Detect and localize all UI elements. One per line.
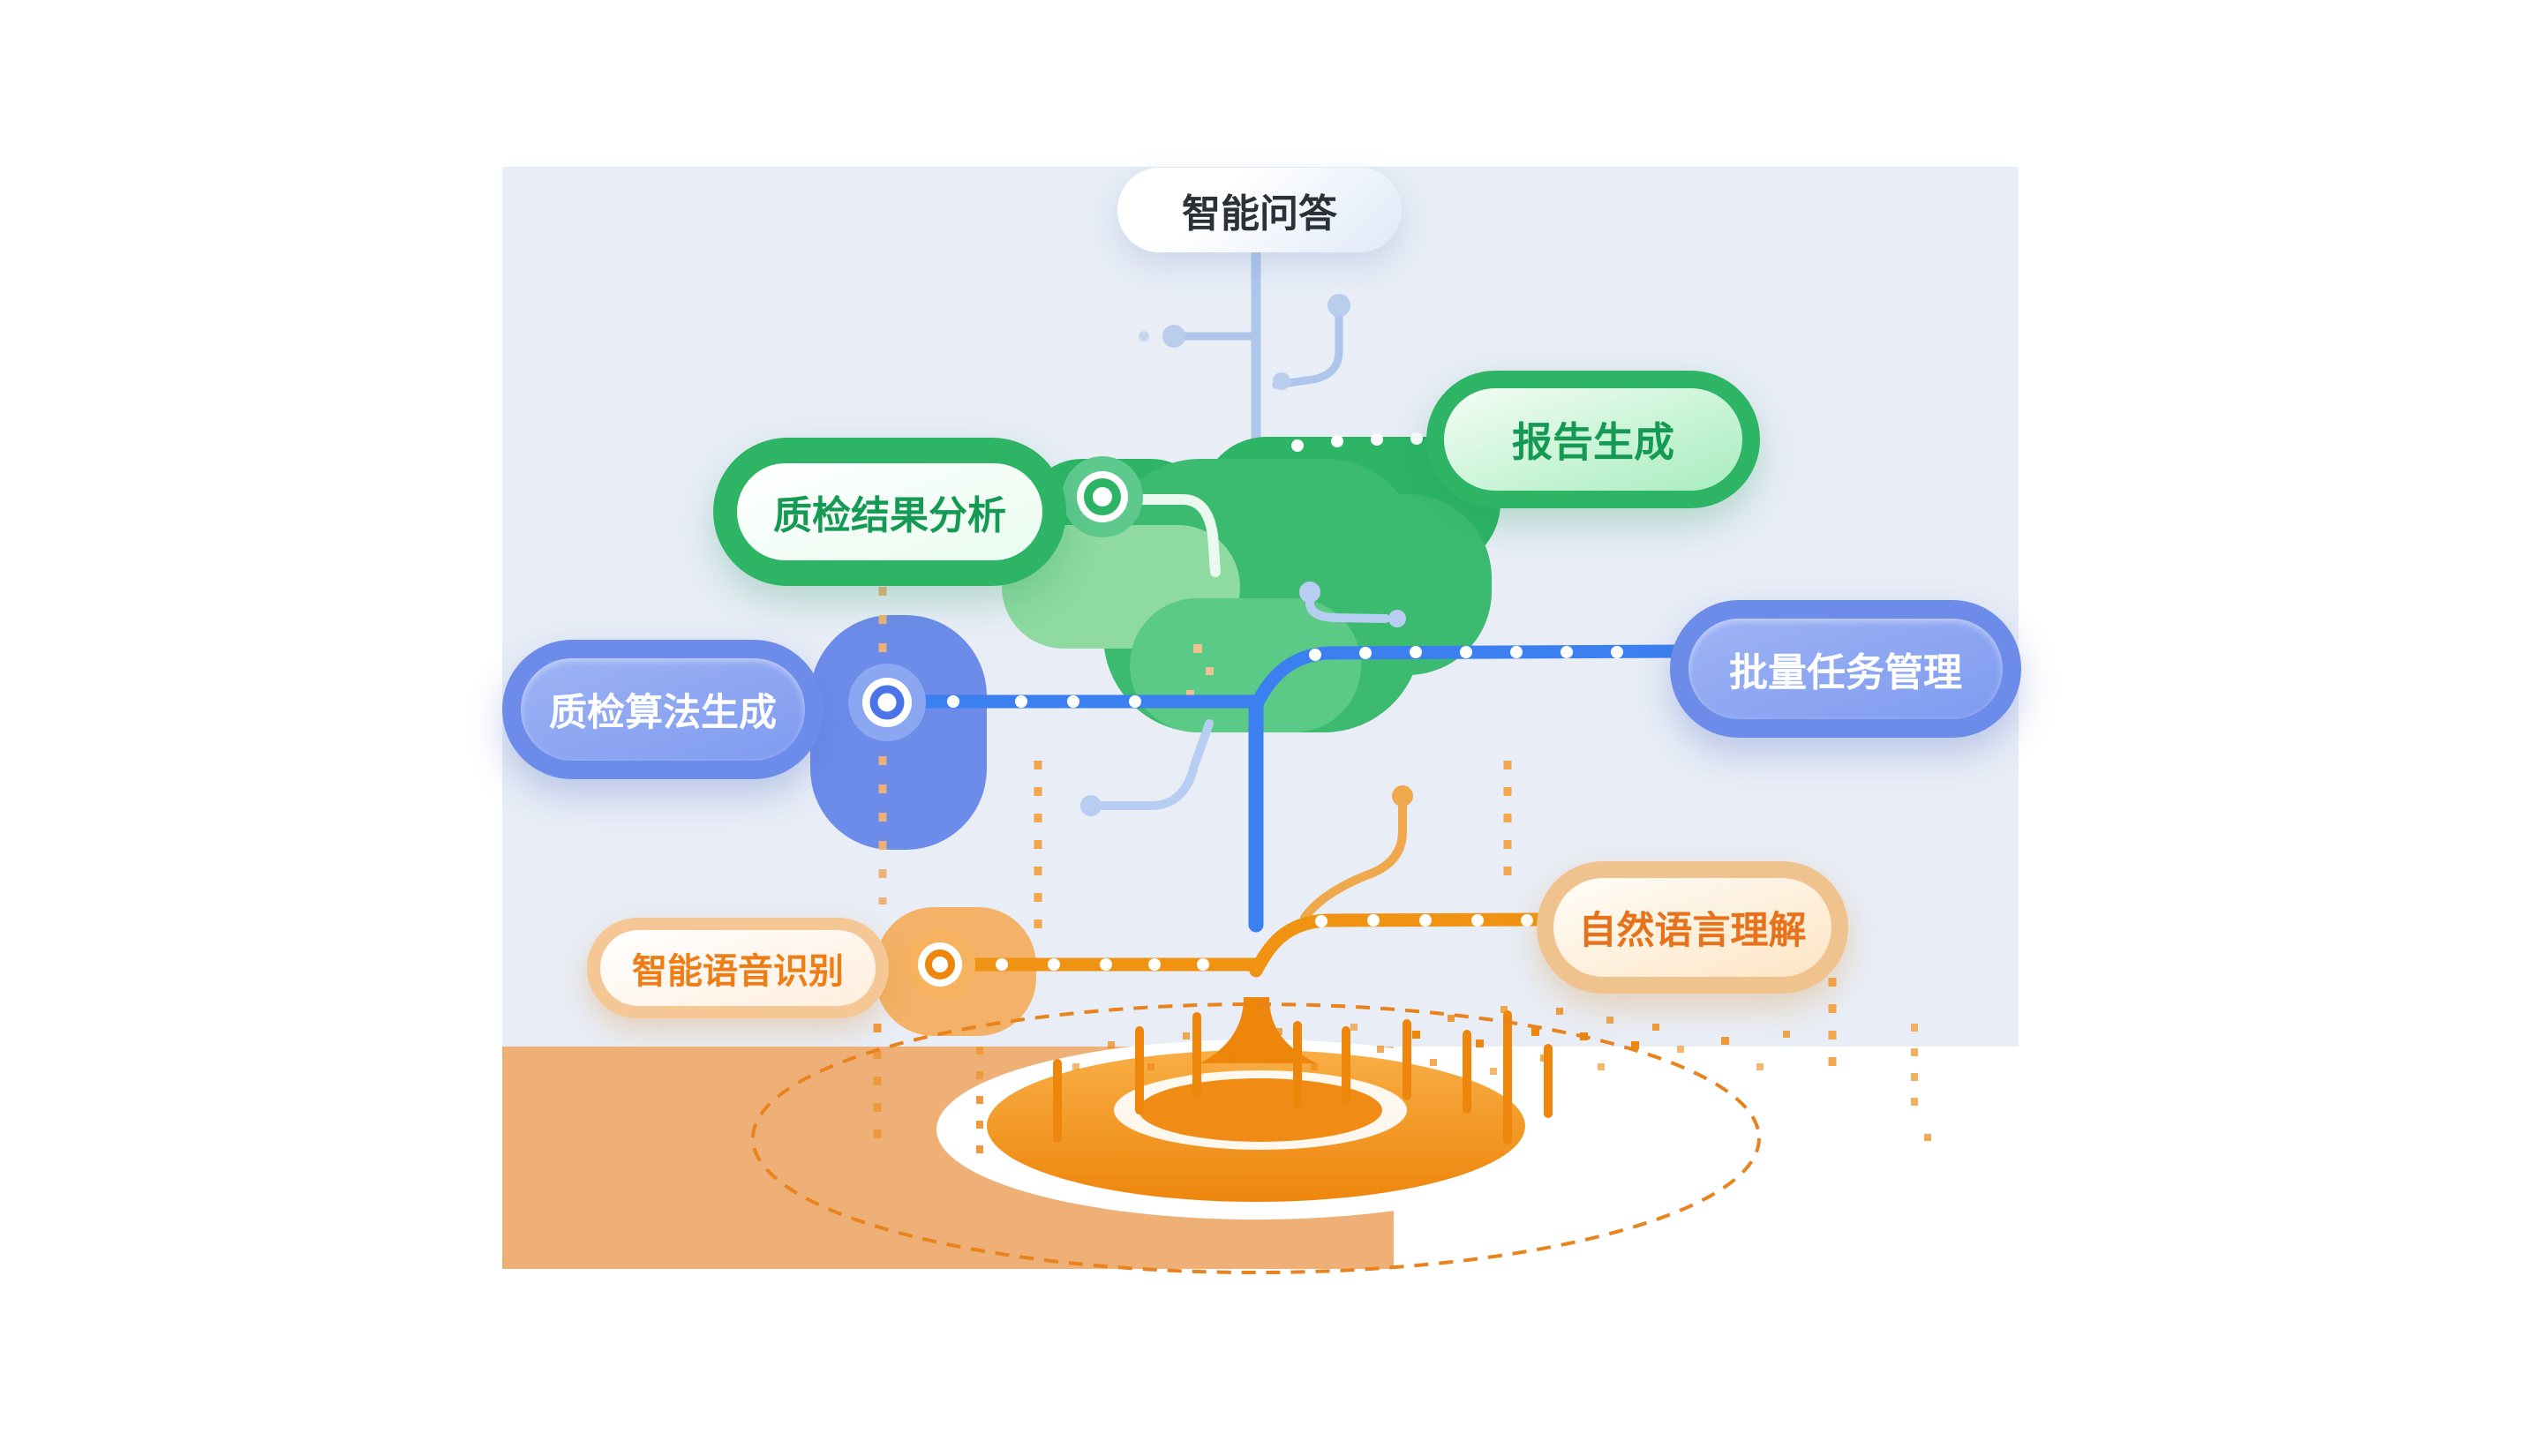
sprouts [1053,1010,1553,1145]
upper-branches [1139,249,1350,499]
blue-connector-node [848,664,926,741]
ground [936,1039,1576,1220]
blue-branches [884,582,1688,816]
node-batch-task-management: 批量任务管理 [1670,600,2021,738]
dashed-orbit [751,1002,1761,1274]
node-qc-algorithm-generation-label: 质检算法生成 [521,658,805,761]
orange-connector-node [905,929,975,1000]
canopy-specks [1186,644,1214,698]
green-connector-node [1062,456,1143,537]
node-intelligent-speech-recognition: 智能语音识别 [587,918,889,1018]
trunk [1200,698,1317,1063]
node-qc-result-analysis: 质检结果分析 [713,438,1066,586]
node-natural-language-understanding: 自然语言理解 [1537,861,1848,994]
blue-branch-dots [947,646,1623,708]
node-report-generation-label: 报告生成 [1444,388,1742,491]
node-intelligent-speech-recognition-label: 智能语音识别 [600,930,876,1006]
green-branch-dots [1291,432,1423,452]
orange-branches [933,785,1552,978]
dotted-columns [873,587,1918,1158]
node-natural-language-understanding-label: 自然语言理解 [1553,878,1831,977]
node-batch-task-management-label: 批量任务管理 [1688,619,2003,719]
node-qc-result-analysis-label: 质检结果分析 [737,463,1042,560]
orange-branch-dots [996,914,1533,971]
node-report-generation: 报告生成 [1426,371,1760,508]
node-intelligent-qa-label: 智能问答 [1182,192,1337,236]
node-intelligent-qa: 智能问答 [1117,168,1402,252]
scatter-dots [1072,1006,1931,1141]
node-qc-algorithm-generation: 质检算法生成 [502,640,824,779]
canopy-vein [1109,494,1221,577]
